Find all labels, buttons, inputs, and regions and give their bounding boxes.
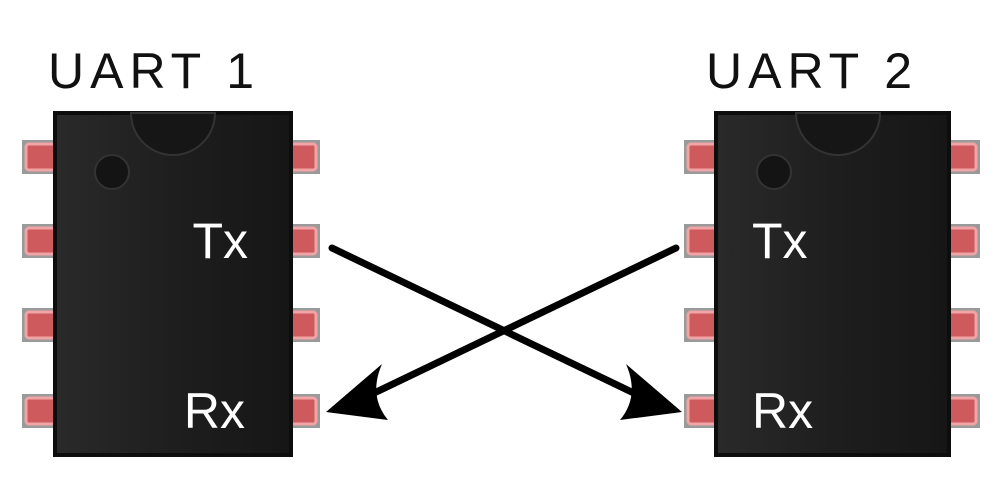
uart-1-tx-label: Tx bbox=[192, 213, 248, 269]
tx1-to-rx2-line bbox=[328, 244, 644, 400]
tx2-to-rx1-arrowhead bbox=[326, 364, 388, 420]
uart-2-tx-label: Tx bbox=[752, 213, 808, 269]
tx1-to-rx2-arrowhead bbox=[620, 364, 682, 420]
uart-1-title: UART 1 bbox=[48, 43, 260, 99]
tx2-to-rx1-line bbox=[364, 244, 680, 400]
tx2-to-rx1-arrow bbox=[326, 244, 680, 420]
uart-1-chip-notch bbox=[129, 112, 217, 156]
uart-1-chip-dot bbox=[94, 154, 130, 190]
uart-2-rx-label: Rx bbox=[752, 383, 813, 439]
uart-2-chip: Tx Rx bbox=[684, 111, 980, 457]
tx1-to-rx2-arrow bbox=[328, 244, 682, 420]
uart-2-chip-dot bbox=[756, 154, 792, 190]
uart-2-chip-body bbox=[714, 111, 951, 457]
uart-1-rx-label: Rx bbox=[184, 383, 245, 439]
uart-1-chip: Tx Rx bbox=[22, 111, 320, 457]
uart-1-chip-body bbox=[53, 111, 293, 457]
uart-2-chip-notch bbox=[794, 112, 882, 156]
uart-2-title: UART 2 bbox=[706, 43, 918, 99]
